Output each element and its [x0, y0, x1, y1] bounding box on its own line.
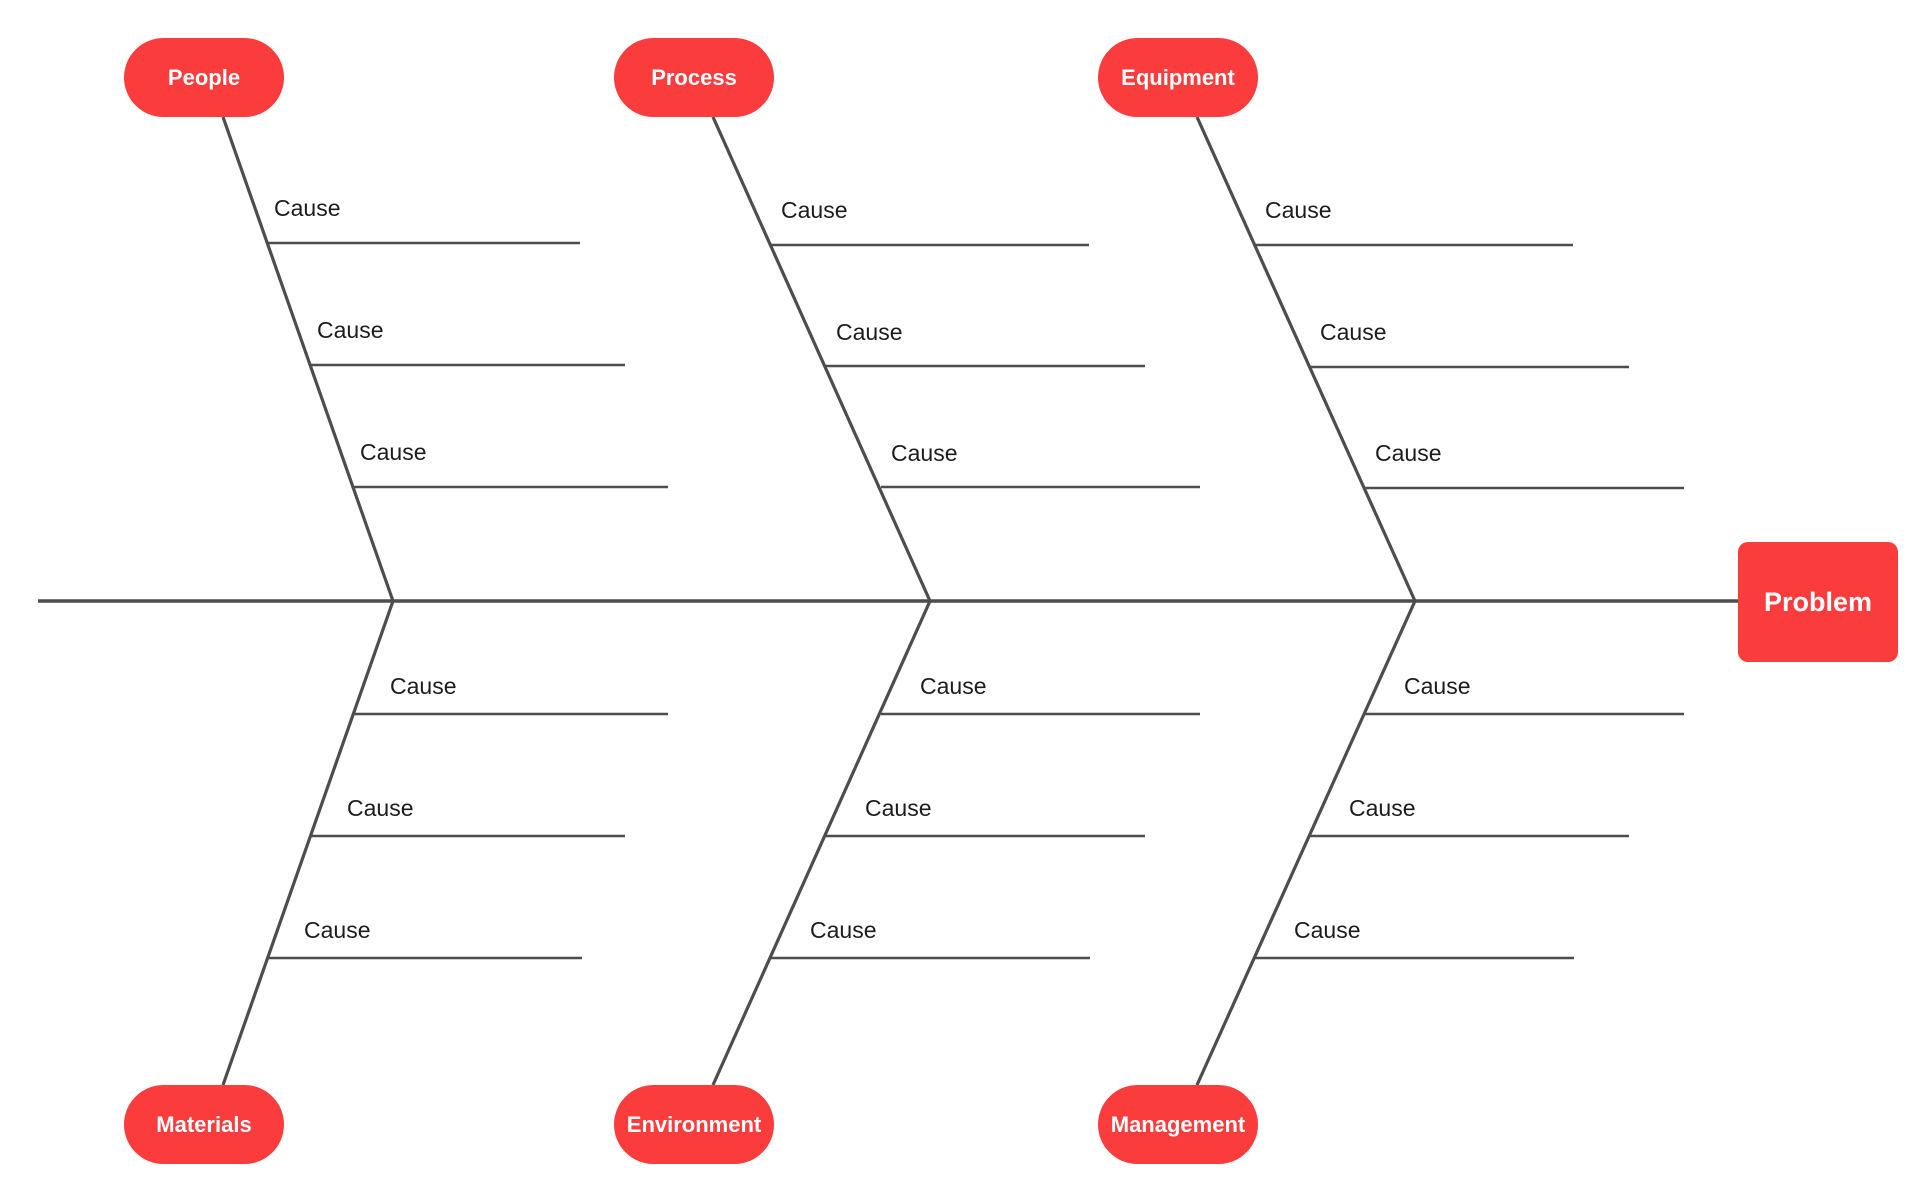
cause-label-equipment-1: Cause	[1265, 197, 1331, 223]
category-label-people: People	[168, 65, 240, 90]
cause-label-management-3: Cause	[1294, 917, 1360, 943]
category-label-management: Management	[1111, 1112, 1246, 1137]
problem-label: Problem	[1764, 587, 1872, 617]
cause-label-people-3: Cause	[360, 439, 426, 465]
cause-label-people-2: Cause	[317, 317, 383, 343]
category-group-process: Cause Cause Cause Process	[614, 38, 1200, 602]
category-box-process[interactable]	[614, 38, 774, 117]
cause-label-environment-1: Cause	[920, 673, 986, 699]
category-box-materials[interactable]	[124, 1085, 284, 1164]
cause-label-equipment-3: Cause	[1375, 440, 1441, 466]
problem-box[interactable]	[1738, 542, 1898, 662]
category-group-equipment: Cause Cause Cause Equipment	[1098, 38, 1684, 602]
bone-equipment	[1195, 116, 1417, 602]
category-label-process: Process	[651, 65, 737, 90]
cause-label-process-3: Cause	[891, 440, 957, 466]
cause-label-materials-2: Cause	[347, 795, 413, 821]
category-node-environment[interactable]: Environment	[614, 1085, 774, 1164]
category-box-environment[interactable]	[614, 1085, 774, 1164]
cause-label-environment-3: Cause	[810, 917, 876, 943]
bone-process	[711, 116, 932, 602]
category-box-management[interactable]	[1098, 1085, 1258, 1164]
cause-label-environment-2: Cause	[865, 795, 931, 821]
category-node-process[interactable]: Process	[614, 38, 774, 117]
category-group-materials: Cause Cause Cause Materials	[124, 600, 668, 1164]
category-group-people: Cause Cause Cause People	[124, 38, 668, 602]
category-node-equipment[interactable]: Equipment	[1098, 38, 1258, 117]
cause-label-management-1: Cause	[1404, 673, 1470, 699]
category-group-management: Cause Cause Cause Management	[1098, 600, 1684, 1164]
cause-label-equipment-2: Cause	[1320, 319, 1386, 345]
category-box-equipment[interactable]	[1098, 38, 1258, 117]
category-group-environment: Cause Cause Cause Environment	[614, 600, 1200, 1164]
bone-environment	[711, 600, 932, 1086]
cause-label-materials-1: Cause	[390, 673, 456, 699]
problem-node[interactable]: Problem	[1738, 542, 1898, 662]
bone-materials	[221, 600, 395, 1086]
category-label-environment: Environment	[627, 1112, 762, 1137]
category-label-materials: Materials	[156, 1112, 251, 1137]
bone-management	[1195, 600, 1417, 1086]
category-node-people[interactable]: People	[124, 38, 284, 117]
category-node-materials[interactable]: Materials	[124, 1085, 284, 1164]
category-node-management[interactable]: Management	[1098, 1085, 1258, 1164]
cause-label-management-2: Cause	[1349, 795, 1415, 821]
cause-label-process-1: Cause	[781, 197, 847, 223]
cause-label-people-1: Cause	[274, 195, 340, 221]
cause-label-materials-3: Cause	[304, 917, 370, 943]
bone-people	[221, 116, 395, 602]
category-box-people[interactable]	[124, 38, 284, 117]
cause-label-process-2: Cause	[836, 319, 902, 345]
category-label-equipment: Equipment	[1121, 65, 1235, 90]
